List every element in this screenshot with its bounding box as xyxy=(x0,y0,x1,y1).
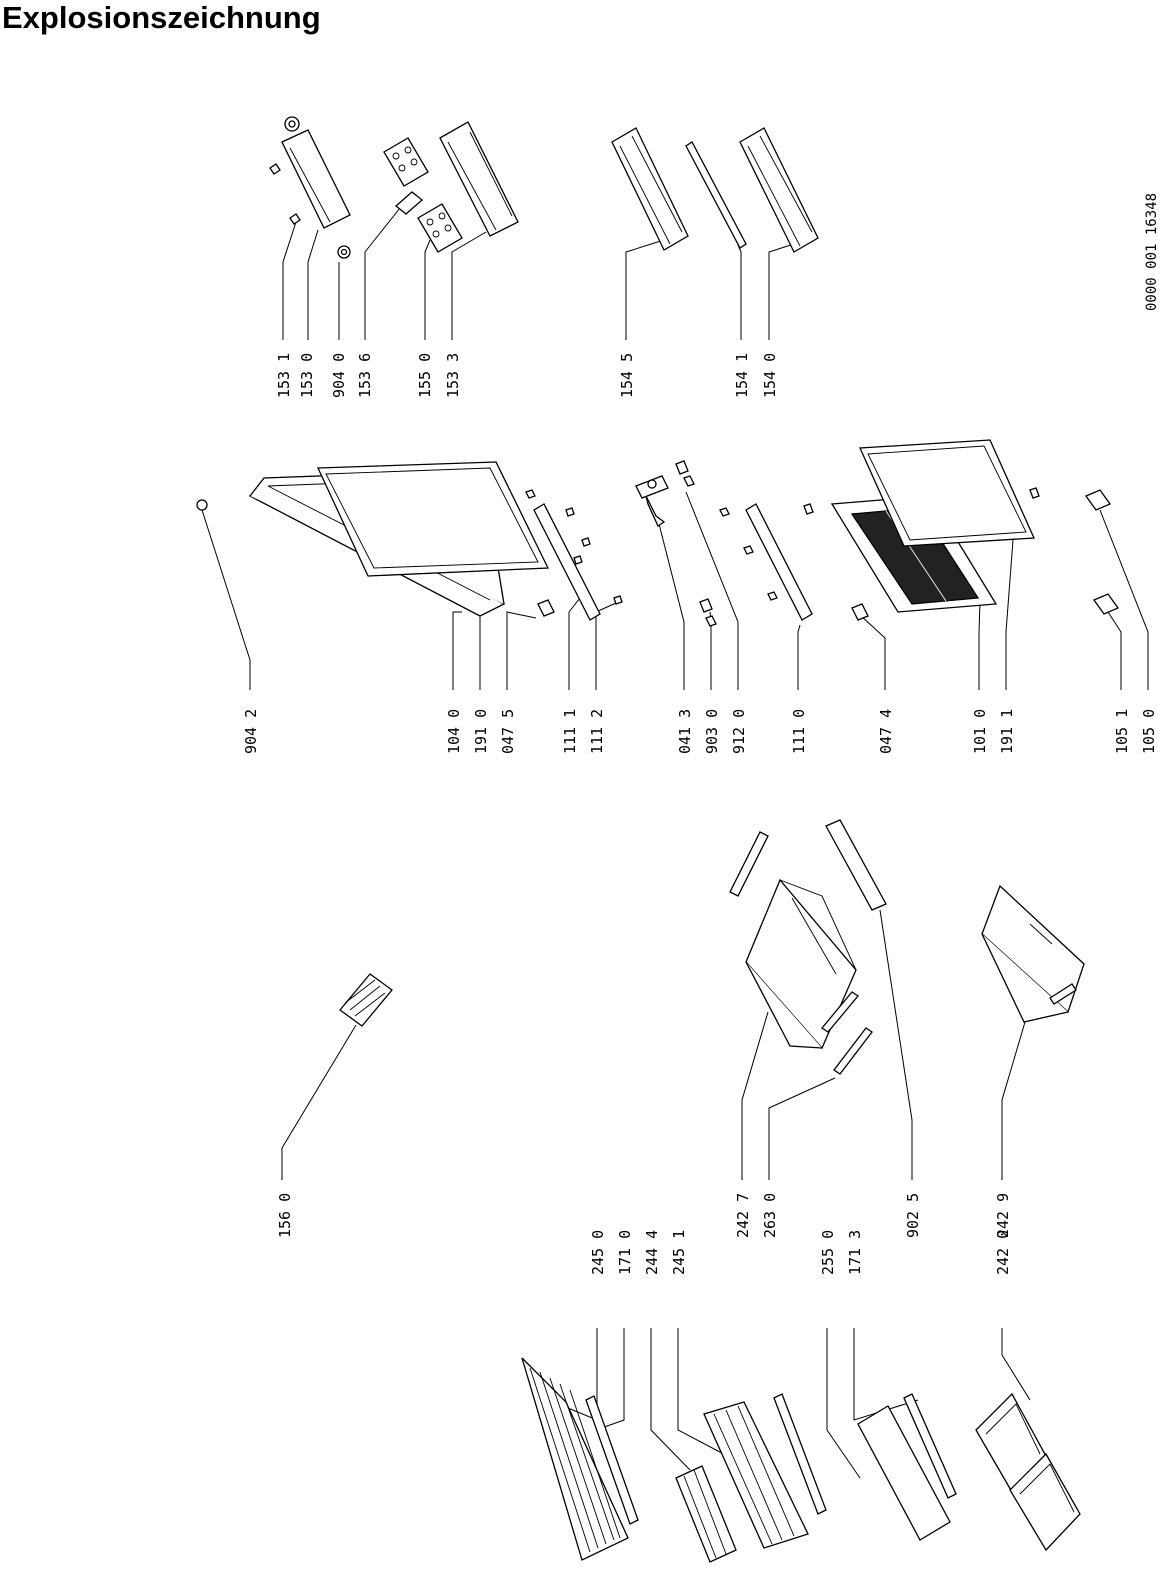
label-156-0: 156 0 xyxy=(276,1193,294,1238)
label-153-0: 153 0 xyxy=(298,353,316,398)
label-101-0: 101 0 xyxy=(971,709,989,754)
label-903-0: 903 0 xyxy=(703,709,721,754)
label-047-4: 047 4 xyxy=(877,709,895,754)
label-104-0: 104 0 xyxy=(445,709,463,754)
label-154-5: 154 5 xyxy=(618,353,636,398)
label-263-0: 263 0 xyxy=(761,1193,779,1238)
part-hinge-assembly xyxy=(635,460,814,627)
label-153-6: 153 6 xyxy=(356,353,374,398)
label-902-5: 902 5 xyxy=(904,1193,922,1238)
label-111-2: 111 2 xyxy=(588,709,606,754)
label-255-0: 255 0 xyxy=(819,1230,837,1275)
label-041-3: 041 3 xyxy=(676,709,694,754)
label-912-0: 912 0 xyxy=(730,709,748,754)
label-047-5: 047 5 xyxy=(499,709,517,754)
label-242-9: 242 9 xyxy=(994,1193,1012,1238)
label-242-7: 242 7 xyxy=(734,1193,752,1238)
part-hinge-covers xyxy=(1085,489,1119,615)
label-105-1: 105 1 xyxy=(1113,709,1131,754)
label-155-0: 155 0 xyxy=(416,353,434,398)
label-904-0: 904 0 xyxy=(330,353,348,398)
label-191-0: 191 0 xyxy=(472,709,490,754)
part-upper-door xyxy=(196,461,623,621)
label-154-0: 154 0 xyxy=(761,353,779,398)
label-111-0: 111 0 xyxy=(790,709,808,754)
label-191-1: 191 1 xyxy=(998,709,1016,754)
label-244-4: 244 4 xyxy=(643,1230,661,1275)
part-ice-tray xyxy=(339,973,393,1027)
label-242-0: 242 0 xyxy=(994,1230,1012,1275)
label-153-3: 153 3 xyxy=(444,353,462,398)
page-title: Explosionszeichnung xyxy=(2,0,321,35)
label-153-1: 153 1 xyxy=(275,353,293,398)
part-lower-door xyxy=(830,439,1040,621)
part-door-shelves-group xyxy=(611,127,819,253)
part-vegetable-drawer-cover xyxy=(729,819,887,1075)
part-labels: 153 1 153 0 904 0 153 6 155 0 153 3 154 … xyxy=(242,353,1158,1275)
label-245-1: 245 1 xyxy=(670,1230,688,1275)
part-crisper-drawer xyxy=(981,884,1085,1023)
part-wire-shelves xyxy=(521,1357,827,1563)
label-154-1: 154 1 xyxy=(733,353,751,398)
label-105-0: 105 0 xyxy=(1140,709,1158,754)
part-egg-tray-group xyxy=(269,116,519,259)
label-245-0: 245 0 xyxy=(589,1230,607,1275)
label-904-2: 904 2 xyxy=(242,709,260,754)
label-111-1: 111 1 xyxy=(561,709,579,754)
document-number: 0000 001 16348 xyxy=(1144,193,1160,311)
part-glass-plate xyxy=(857,1393,957,1541)
part-freezer-baskets xyxy=(975,1392,1081,1552)
label-171-3: 171 3 xyxy=(846,1230,864,1275)
label-171-0: 171 0 xyxy=(616,1230,634,1275)
